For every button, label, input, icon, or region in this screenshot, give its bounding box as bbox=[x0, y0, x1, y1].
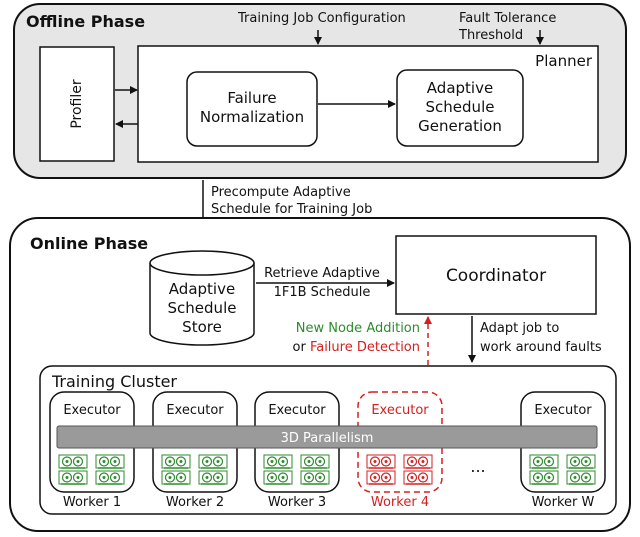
store-label-2: Schedule bbox=[168, 299, 237, 317]
gpu-icon bbox=[161, 470, 191, 485]
coordinator-box bbox=[395, 235, 597, 315]
adaptive-schedule-generation-box bbox=[396, 69, 524, 147]
worker-label-3: Worker 3 bbox=[268, 495, 326, 510]
gpu-icon bbox=[198, 470, 228, 485]
gpu-icon bbox=[95, 454, 125, 469]
gpu-icon bbox=[403, 470, 433, 485]
retrieve-label-2: 1F1B Schedule bbox=[274, 285, 371, 300]
gpu-icon bbox=[529, 470, 559, 485]
gpu-icon bbox=[566, 454, 596, 469]
gpu-icon bbox=[198, 454, 228, 469]
adaptive-generation-label-1: Adaptive bbox=[427, 79, 493, 97]
online-phase-title: Online Phase bbox=[30, 234, 148, 253]
gpu-icon bbox=[161, 454, 191, 469]
failure-normalization-label-1: Failure bbox=[227, 89, 276, 107]
store-label-3: Store bbox=[182, 318, 222, 336]
gpu-icon bbox=[366, 454, 396, 469]
gpu-icon bbox=[263, 454, 293, 469]
store-label-1: Adaptive bbox=[169, 280, 235, 298]
new-node-label: New Node Addition bbox=[296, 321, 420, 336]
parallelism-label: 3D Parallelism bbox=[281, 431, 374, 446]
schedule-store-cylinder bbox=[149, 250, 255, 346]
worker-label-w: Worker W bbox=[532, 495, 595, 510]
offline-phase-title: Offline Phase bbox=[26, 12, 145, 31]
worker-label-1: Worker 1 bbox=[63, 495, 121, 510]
adapt-label-1: Adapt job to bbox=[480, 321, 559, 336]
profiler-label: Profiler bbox=[69, 79, 85, 129]
fault-tolerance-label-1: Fault Tolerance bbox=[459, 11, 556, 26]
gpu-icon bbox=[566, 470, 596, 485]
fault-tolerance-label-2: Threshold bbox=[458, 28, 523, 43]
adapt-label-2: work around faults bbox=[480, 340, 602, 355]
training-job-config-label: Training Job Configuration bbox=[237, 11, 406, 26]
executor-label: Executor bbox=[63, 403, 121, 418]
profiler-box bbox=[39, 46, 115, 162]
executor-label: Executor bbox=[268, 403, 326, 418]
gpu-icon bbox=[529, 454, 559, 469]
gpu-icon bbox=[300, 470, 330, 485]
executor-label: Executor bbox=[371, 403, 429, 418]
failure-normalization-label-2: Normalization bbox=[200, 108, 304, 126]
gpu-icon bbox=[58, 454, 88, 469]
worker-label-4: Worker 4 bbox=[371, 495, 429, 510]
worker-label-2: Worker 2 bbox=[166, 495, 224, 510]
failure-normalization-box bbox=[186, 71, 318, 147]
gpu-icon bbox=[300, 454, 330, 469]
planner-label: Planner bbox=[535, 52, 593, 70]
worker-ellipsis: ... bbox=[470, 457, 485, 476]
gpu-icon bbox=[95, 470, 125, 485]
failure-detection-text: Failure Detection bbox=[310, 340, 420, 355]
gpu-icon bbox=[263, 470, 293, 485]
gpu-icon bbox=[403, 454, 433, 469]
executor-label: Executor bbox=[534, 403, 592, 418]
executor-label: Executor bbox=[166, 403, 224, 418]
coordinator-label: Coordinator bbox=[446, 266, 546, 286]
gpu-icon bbox=[58, 470, 88, 485]
adaptive-generation-label-2: Schedule bbox=[426, 98, 495, 116]
retrieve-label-1: Retrieve Adaptive bbox=[264, 266, 380, 281]
precompute-label-2: Schedule for Training Job bbox=[211, 202, 372, 217]
parallelism-bar bbox=[56, 425, 598, 449]
precompute-label-1: Precompute Adaptive bbox=[211, 185, 351, 200]
adaptive-generation-label-3: Generation bbox=[418, 117, 502, 135]
training-cluster-title: Training Cluster bbox=[51, 372, 177, 391]
or-text: or bbox=[292, 340, 306, 355]
failure-detection-label: or Failure Detection bbox=[292, 340, 420, 355]
gpu-icon bbox=[366, 470, 396, 485]
